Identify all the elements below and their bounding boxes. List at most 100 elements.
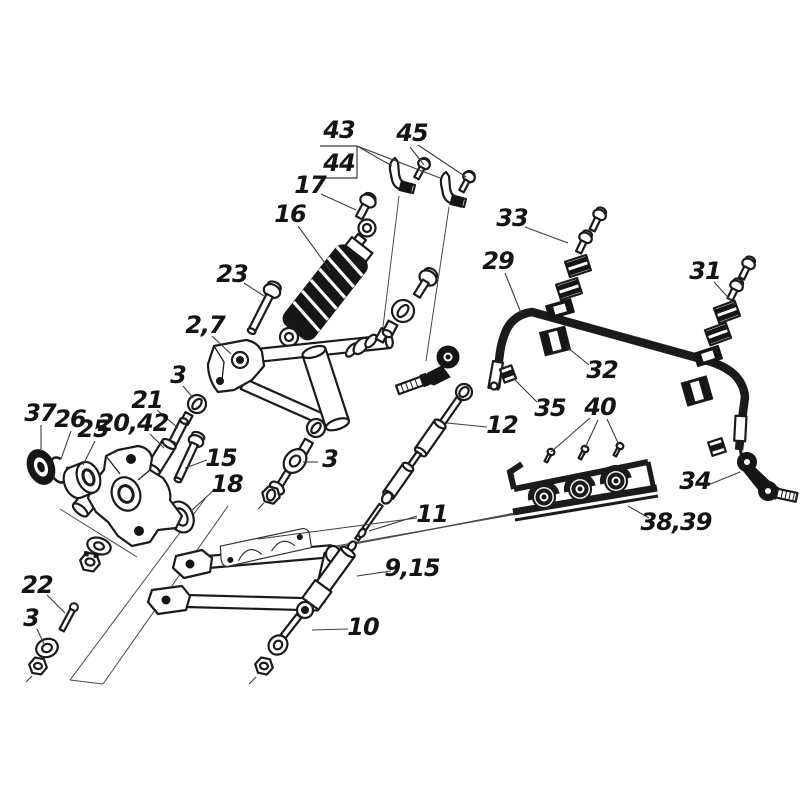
screw bbox=[577, 444, 590, 461]
shock-lower-eye bbox=[278, 326, 300, 348]
leader-line-40 bbox=[606, 418, 620, 446]
leader-line-3c bbox=[36, 628, 45, 645]
steering-knuckle bbox=[71, 444, 184, 548]
leader-line-16 bbox=[297, 225, 331, 271]
clamp-plate bbox=[545, 298, 575, 320]
part-label-38_39: 38,39 bbox=[641, 508, 712, 536]
u-clamp-32 bbox=[538, 325, 572, 357]
rubber-block bbox=[703, 321, 733, 347]
part-label-11: 11 bbox=[416, 500, 447, 528]
leader-line-11 bbox=[368, 515, 418, 532]
cotter-pin-22 bbox=[58, 602, 79, 633]
grommet-bushing bbox=[707, 437, 727, 457]
leader-line-23 bbox=[243, 282, 265, 297]
stabilizer-end-link bbox=[707, 437, 799, 503]
bearing-25 bbox=[62, 460, 102, 500]
part-label-3c: 3 bbox=[23, 604, 39, 632]
leader-lines bbox=[36, 144, 741, 645]
leader-line-22 bbox=[46, 594, 66, 614]
mounting-bracket-b bbox=[439, 170, 468, 209]
part-label-45: 45 bbox=[395, 119, 428, 147]
leader-line-31 bbox=[713, 281, 736, 306]
bolt-10 bbox=[248, 613, 303, 685]
part-label-22: 22 bbox=[21, 571, 53, 599]
part-label-2_7: 2,7 bbox=[185, 311, 226, 339]
washer bbox=[364, 333, 378, 349]
clamp-plate bbox=[692, 344, 724, 368]
bolt-15 bbox=[173, 430, 206, 484]
cotter-pin-stack bbox=[25, 602, 79, 683]
leader-line-32 bbox=[566, 346, 590, 366]
clamp-stack-right bbox=[680, 255, 757, 407]
part-label-23: 23 bbox=[216, 260, 248, 288]
part-label-10: 10 bbox=[347, 613, 379, 641]
clamp-stack-left bbox=[538, 206, 608, 357]
part-label-9_15: 9,15 bbox=[384, 554, 440, 582]
leader-line-45 bbox=[417, 144, 467, 178]
leader-line-40 bbox=[584, 419, 599, 449]
leader-line-11 bbox=[257, 517, 418, 540]
grommet-35 bbox=[498, 364, 518, 384]
seal-37 bbox=[26, 449, 56, 485]
bushing bbox=[599, 464, 632, 494]
ball-stud-4 bbox=[374, 298, 416, 344]
leader-line-44 bbox=[356, 145, 393, 167]
castle-nut-stack bbox=[79, 536, 112, 573]
bracket-bolt-b bbox=[458, 169, 476, 194]
part-labels: 4344451716232,732120,4225263715183223332… bbox=[21, 116, 721, 641]
hex-nut bbox=[28, 656, 48, 676]
damper-9-15 bbox=[295, 540, 358, 620]
rubber-block bbox=[554, 276, 584, 302]
bushing bbox=[527, 480, 560, 510]
leader-line-12 bbox=[446, 422, 488, 428]
part-label-15: 15 bbox=[205, 444, 237, 472]
shock-bolt-17 bbox=[354, 191, 377, 221]
part-label-17: 17 bbox=[294, 171, 327, 199]
part-label-31: 31 bbox=[689, 257, 720, 285]
washer bbox=[267, 634, 289, 656]
part-label-16: 16 bbox=[274, 200, 306, 228]
leader-line-18 bbox=[190, 489, 215, 512]
leader-line-20_42 bbox=[149, 433, 165, 449]
leader-line-9_15 bbox=[356, 570, 392, 577]
label-bracket-43-44 bbox=[320, 145, 358, 179]
rubber-block bbox=[563, 253, 593, 279]
leader-line-26 bbox=[60, 430, 72, 460]
shock-absorber bbox=[278, 191, 377, 348]
part-label-37: 37 bbox=[24, 399, 57, 427]
part-label-3b: 3 bbox=[322, 445, 338, 473]
upper-a-arm bbox=[206, 333, 394, 432]
bushing-3a bbox=[186, 393, 208, 415]
leader-line-17 bbox=[320, 193, 357, 211]
upper-arm-bracket bbox=[206, 338, 266, 394]
part-label-20_42: 20,42 bbox=[98, 409, 169, 437]
part-label-32: 32 bbox=[586, 356, 618, 384]
leader-line-45 bbox=[409, 146, 425, 166]
part-label-21: 21 bbox=[131, 386, 162, 414]
leader-line-15 bbox=[184, 459, 208, 469]
leader-line-29 bbox=[504, 272, 522, 314]
washer-3c bbox=[35, 637, 59, 659]
part-label-26: 26 bbox=[54, 405, 86, 433]
leader-line-33 bbox=[524, 226, 569, 244]
leader-line-40 bbox=[550, 417, 591, 453]
hex-nut bbox=[254, 656, 274, 676]
shock-top-eye bbox=[357, 218, 377, 238]
part-label-25: 25 bbox=[77, 415, 109, 443]
leader-line-44 bbox=[356, 145, 441, 179]
part-label-3a: 3 bbox=[170, 361, 186, 389]
bolt-5 bbox=[412, 267, 439, 299]
leader-line-25 bbox=[82, 440, 96, 466]
part-label-33: 33 bbox=[496, 204, 528, 232]
part-label-40: 40 bbox=[583, 393, 616, 421]
tie-rod-end bbox=[394, 345, 460, 396]
rubber-block bbox=[712, 299, 742, 325]
leader-line-34 bbox=[707, 471, 741, 486]
part-label-44: 44 bbox=[322, 149, 355, 177]
bushing-bracket bbox=[506, 441, 659, 522]
part-label-12: 12 bbox=[486, 411, 518, 439]
u-clamp bbox=[680, 375, 714, 407]
bolt-23 bbox=[246, 280, 282, 336]
